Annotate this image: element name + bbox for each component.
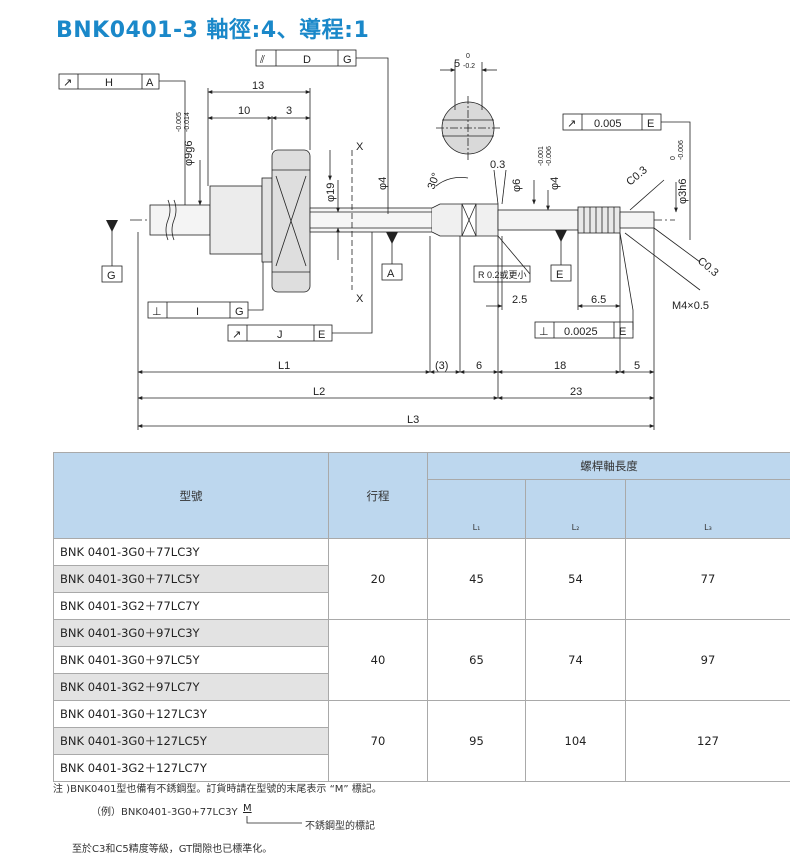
- dim-30deg: 30°: [426, 171, 443, 191]
- spec-table: 型號 行程 螺桿軸長度 L₁ L₂ L₃ BNK 0401-3G0＋77LC3Y…: [53, 452, 790, 782]
- tol-5-upper: 0: [466, 53, 470, 60]
- model-cell: BNK 0401-3G0＋97LC3Y: [53, 619, 329, 647]
- section-x-bottom: X: [356, 293, 364, 305]
- frame-top-datum: G: [343, 54, 352, 66]
- radius-note: R 0.2或更小: [478, 269, 527, 280]
- datum-e: E: [556, 269, 563, 281]
- dim-5: 5: [454, 58, 460, 70]
- model-cell: BNK 0401-3G2＋127LC7Y: [53, 754, 329, 782]
- dia-19: φ19: [325, 183, 337, 202]
- note-example: （例）BNK0401-3G0+77LC3Y: [91, 807, 238, 818]
- table-row: BNK 0401-3G0＋97LC3Y 40 65 74 97: [53, 619, 790, 701]
- dim-0-3: 0.3: [490, 159, 505, 171]
- dim-l1: L1: [278, 360, 290, 372]
- dia-6: φ6: [511, 179, 523, 192]
- stroke-cell: 20: [328, 538, 428, 620]
- l3-cell: 127: [625, 700, 790, 782]
- frame-perp-value: 0.0025: [564, 326, 598, 338]
- dim-3-paren: (3): [435, 360, 448, 372]
- frame-runout-symbol: ↗: [567, 118, 576, 130]
- ball-screw-drawing: ⫽ D G ↗ H A ↗ 0.005 E ⊥ I G ↗ J E ⊥ 0.00…: [58, 49, 721, 430]
- dim-6-5: 6.5: [591, 294, 606, 306]
- tol-9g6-upper: -0.005: [176, 112, 183, 132]
- stainless-mark: M: [243, 803, 252, 814]
- l3-cell: 77: [625, 538, 790, 620]
- model-cell: BNK 0401-3G0＋127LC3Y: [53, 700, 329, 728]
- thread-spec: M4×0.5: [672, 300, 709, 312]
- model-cell: BNK 0401-3G0＋127LC5Y: [53, 727, 329, 755]
- frame-j-datum: E: [318, 329, 325, 341]
- frame-perp-symbol: ⊥: [539, 326, 549, 338]
- page-title: BNK0401-3 軸徑:4、導程:1: [56, 18, 370, 43]
- dim-5b: 5: [634, 360, 640, 372]
- model-cell: BNK 0401-3G0＋77LC5Y: [53, 565, 329, 593]
- datum-a: A: [387, 268, 395, 280]
- dim-10: 10: [238, 105, 250, 117]
- frame-runout-value: 0.005: [594, 118, 622, 130]
- dim-3: 3: [286, 105, 292, 117]
- header-shaft-length: 螺桿軸長度: [427, 452, 790, 480]
- frame-h-datum: A: [146, 77, 154, 89]
- header-stroke: 行程: [328, 452, 428, 539]
- table-row: BNK 0401-3G0＋97LC5Y: [53, 646, 790, 674]
- model-cell: BNK 0401-3G0＋97LC5Y: [53, 646, 329, 674]
- note-precision: 至於C3和C5精度等級，GT間隙也已標準化。: [72, 844, 273, 855]
- dim-13: 13: [252, 80, 264, 92]
- frame-i-datum: G: [235, 306, 244, 318]
- model-cell: BNK 0401-3G2＋97LC7Y: [53, 673, 329, 701]
- frame-top-symbol: ⫽: [259, 54, 265, 66]
- dim-6: 6: [476, 360, 482, 372]
- datum-g: G: [107, 270, 116, 282]
- table-row: BNK 0401-3G0＋77LC3Y 20 45 54 77: [53, 538, 790, 620]
- table-row: BNK 0401-3G0＋77LC5Y: [53, 565, 790, 593]
- frame-runout-datum: E: [647, 118, 654, 130]
- table-row: BNK 0401-3G2＋97LC7Y: [53, 673, 790, 701]
- dim-23: 23: [570, 386, 582, 398]
- l2-cell: 104: [525, 700, 626, 782]
- tol-4-lower: -0.006: [546, 146, 553, 166]
- tol-3h6-upper: 0: [670, 156, 677, 160]
- table-row: BNK 0401-3G2＋127LC7Y: [53, 754, 790, 782]
- header-l3: L₃: [625, 479, 790, 539]
- table-row: BNK 0401-3G0＋127LC3Y 70 95 104 127: [53, 700, 790, 782]
- frame-j-symbol: ↗: [232, 329, 241, 341]
- header-l1: L₁: [427, 479, 526, 539]
- dim-l2: L2: [313, 386, 325, 398]
- dia-9g6: φ9g6: [183, 141, 195, 167]
- frame-i-symbol: ⊥: [152, 306, 162, 318]
- stroke-cell: 70: [328, 700, 428, 782]
- tol-3h6-lower: -0.006: [678, 140, 685, 160]
- note-stainless: 注 )BNK0401型也備有不銹鋼型。訂貨時請在型號的末尾表示 “M” 標記。: [53, 784, 382, 795]
- dia-4: φ4: [377, 177, 389, 190]
- frame-j-ref: J: [277, 329, 283, 341]
- l1-cell: 65: [427, 619, 526, 701]
- frame-perp-datum: E: [619, 326, 626, 338]
- dim-2-5: 2.5: [512, 294, 527, 306]
- dia-3h6: φ3h6: [677, 179, 689, 205]
- dia-4-journal: φ4: [549, 177, 561, 190]
- table-row: BNK 0401-3G0＋127LC5Y: [53, 727, 790, 755]
- tol-9g6-lower: -0.014: [184, 112, 191, 132]
- section-x-top: X: [356, 141, 364, 153]
- l1-cell: 95: [427, 700, 526, 782]
- frame-h-symbol: ↗: [63, 77, 72, 89]
- note-mark-label: 不銹鋼型的標記: [305, 821, 375, 832]
- l2-cell: 74: [525, 619, 626, 701]
- tol-4-upper: -0.001: [538, 146, 545, 166]
- frame-top-ref: D: [303, 54, 311, 66]
- frame-h-ref: H: [105, 77, 113, 89]
- l3-cell: 97: [625, 619, 790, 701]
- dim-l3: L3: [407, 414, 419, 426]
- frame-i-ref: I: [196, 306, 199, 318]
- dim-18: 18: [554, 360, 566, 372]
- stroke-cell: 40: [328, 619, 428, 701]
- tol-5-lower: -0.2: [463, 63, 475, 70]
- l2-cell: 54: [525, 538, 626, 620]
